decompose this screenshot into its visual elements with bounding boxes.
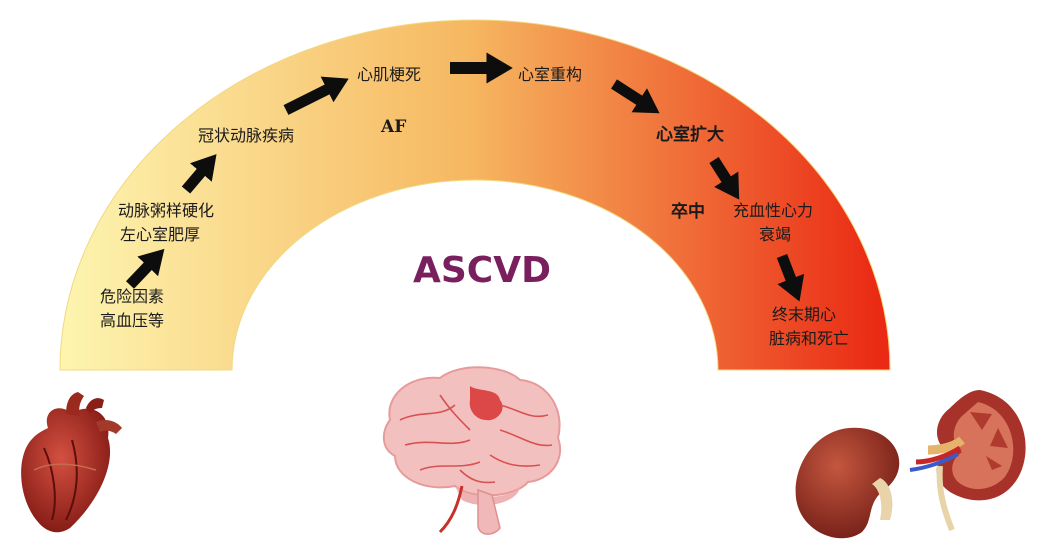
arrow-dilation-to-hf (709, 157, 740, 200)
heart-icon (21, 392, 122, 533)
stage-end-stage-line1: 终末期心 (772, 305, 836, 324)
stage-heart-failure-line2: 衰竭 (759, 225, 791, 244)
arrow-hf-to-endstage (776, 254, 805, 302)
arrow-risk-to-athero (126, 248, 165, 289)
arrow-remodeling-to-dilation (611, 79, 660, 114)
stage-risk-factors: 危险因素 高血压等 (100, 287, 164, 330)
stage-risk-factors-line1: 危险因素 (100, 287, 164, 306)
center-title-ascvd: ASCVD (413, 250, 551, 291)
stage-end-stage: 终末期心 脏病和死亡 (769, 305, 849, 348)
af-label: AF (380, 117, 406, 137)
stage-heart-failure: 充血性心力 衰竭 (733, 201, 813, 244)
stage-myocardial-infarction: 心肌梗死 (357, 65, 421, 84)
progression-arrows (126, 52, 805, 302)
stage-atherosclerosis-line2: 左心室肥厚 (120, 225, 200, 244)
brain-icon (382, 366, 561, 535)
stage-end-stage-line2: 脏病和死亡 (769, 329, 849, 348)
stage-ventricular-remodeling: 心室重构 (518, 65, 582, 84)
kidney-cross-section-icon (909, 390, 1026, 532)
arrow-athero-to-coronary (181, 154, 217, 194)
arrow-coronary-to-mi (283, 76, 349, 115)
stage-stroke: 卒中 (671, 201, 705, 222)
kidney-icon (795, 427, 900, 539)
stage-risk-factors-line2: 高血压等 (100, 311, 164, 330)
stage-ventricular-dilation: 心室扩大 (656, 124, 724, 145)
disease-continuum-arc (59, 19, 891, 371)
stage-atherosclerosis: 动脉粥样硬化 左心室肥厚 (118, 201, 214, 244)
stage-coronary-artery-disease: 冠状动脉疾病 (198, 126, 294, 145)
stage-atherosclerosis-line1: 动脉粥样硬化 (118, 201, 214, 220)
stage-heart-failure-line1: 充血性心力 (733, 201, 813, 220)
